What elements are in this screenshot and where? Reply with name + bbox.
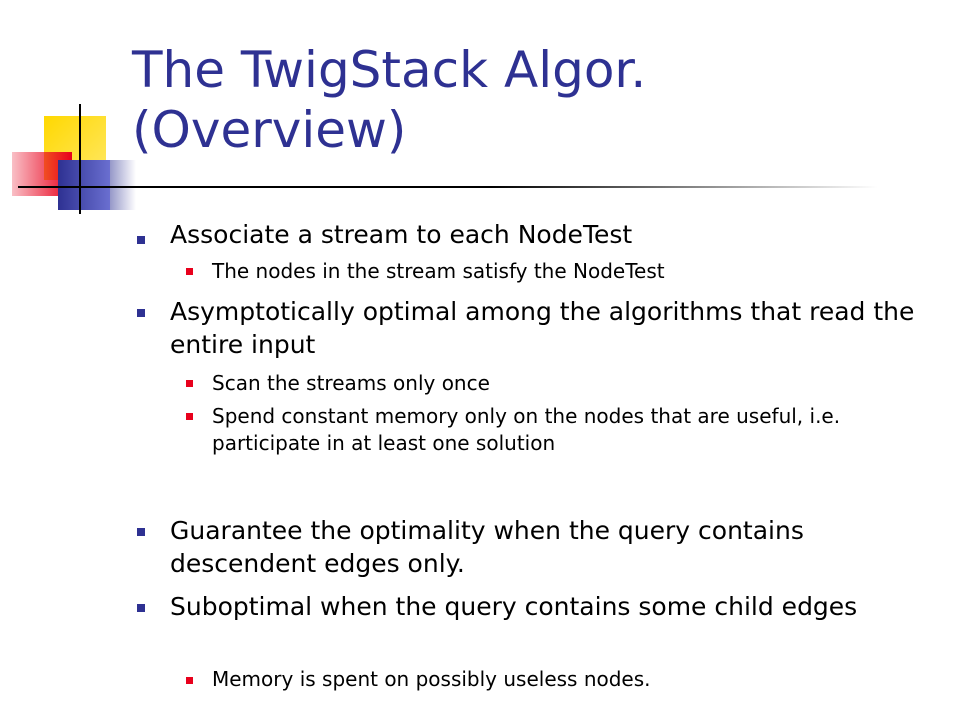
blue-fade-shape: [110, 160, 136, 210]
bullet-item-level1: Asymptotically optimal among the algorit…: [170, 297, 915, 359]
vertical-line: [79, 104, 81, 214]
bullet-marker-level2: [186, 413, 193, 420]
slide-title: The TwigStack Algor. (Overview): [132, 41, 647, 159]
bullet-marker-level2: [186, 380, 193, 387]
bullet-item-level1: Suboptimal when the query contains some …: [170, 592, 858, 621]
decorative-corner-graphic: [0, 0, 140, 220]
title-divider: [18, 186, 878, 188]
bullet-item-level1: Guarantee the optimality when the query …: [170, 516, 804, 578]
bullet-marker-level1: [137, 604, 145, 612]
bullet-marker-level1: [137, 309, 145, 317]
bullet-marker-level2: [186, 677, 193, 684]
bullet-marker-level1: [137, 528, 145, 536]
bullet-item-level2: Memory is spent on possibly useless node…: [212, 667, 651, 691]
bullet-marker-level1: [137, 236, 145, 244]
bullet-item-level2: Spend constant memory only on the nodes …: [212, 404, 841, 455]
bullet-marker-level2: [186, 268, 193, 275]
bullet-item-level2: Scan the streams only once: [212, 371, 490, 395]
bullet-item-level1: Associate a stream to each NodeTest: [170, 220, 633, 249]
bullet-item-level2: The nodes in the stream satisfy the Node…: [212, 259, 665, 283]
blue-square-shape: [58, 160, 110, 210]
